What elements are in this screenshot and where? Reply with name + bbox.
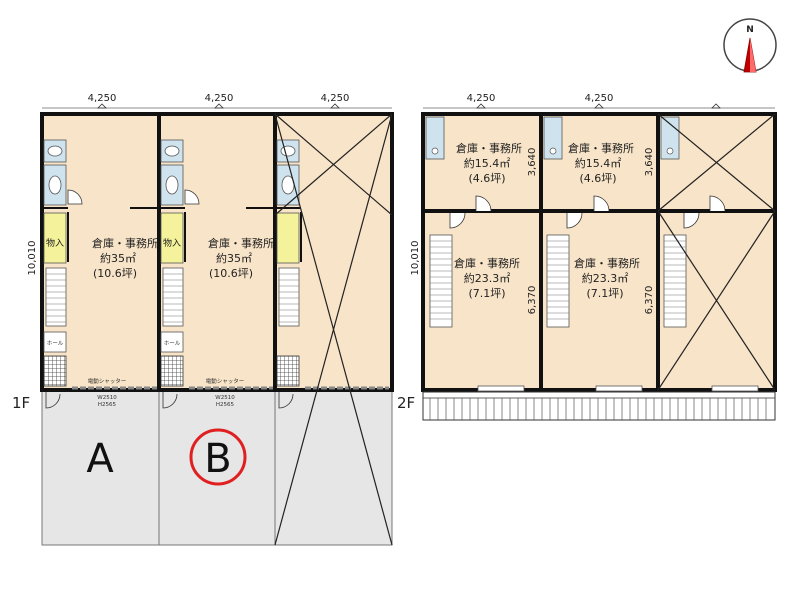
f2-u2-south-area: 約23.3㎡ — [582, 271, 629, 285]
f1-b-shutter-width: W2510 — [215, 395, 235, 401]
door-swing-icon — [184, 189, 200, 205]
f2-width-label-1: 4,250 — [467, 93, 496, 104]
f2-u1-south-tsubo: (7.1坪) — [468, 287, 505, 300]
f2-u1-south-area: 約23.3㎡ — [464, 271, 511, 285]
f2-u2-north-name: 倉庫・事務所 — [568, 141, 634, 155]
f2-u2-south-depth: 6,370 — [644, 286, 655, 315]
f2-u2-north-tsubo: (4.6坪) — [579, 172, 616, 185]
door-swing-icon — [593, 195, 610, 212]
window — [595, 385, 643, 392]
f1-a-hall-label: ホール — [47, 340, 64, 347]
f1-unit-a[interactable]: 物入 ホール 倉庫・事務所 約35㎡ (10.6坪) 電動シャッター W2510… — [42, 139, 158, 482]
window — [711, 385, 759, 392]
f1-b-hall-label: ホール — [164, 340, 181, 347]
f2-u1-north-depth: 3,640 — [527, 148, 538, 177]
window — [477, 385, 525, 392]
north-arrow-icon — [743, 37, 757, 73]
f2-unit-2[interactable]: 倉庫・事務所 約15.4㎡ (4.6坪) 倉庫・事務所 約23.3㎡ (7.1坪… — [543, 116, 655, 392]
f1-a-storage-label: 物入 — [46, 237, 64, 249]
entry-door-icon — [278, 392, 294, 409]
cross-out-line — [657, 210, 776, 391]
compass: N — [723, 18, 777, 73]
storage-closet — [43, 212, 67, 264]
door-swing-icon — [683, 212, 700, 229]
f2-u2-north-area: 約15.4㎡ — [575, 156, 622, 170]
floor2-plan: 4,250 4,250 10,010 倉庫・事務所 約15.4㎡ (4.6坪) — [397, 93, 777, 421]
door-swing-icon — [449, 212, 466, 229]
storage-closet — [160, 212, 184, 264]
staircase — [162, 267, 184, 327]
f1-b-storage-label: 物入 — [163, 237, 181, 249]
floor1-plan: 4,250 4,250 4,250 10,010 物入 — [12, 93, 394, 546]
f2-building — [423, 114, 775, 390]
f1-depth-label: 10,010 — [27, 241, 38, 276]
compass-label: N — [746, 25, 754, 35]
f2-floor-label: 2F — [397, 394, 415, 412]
f2-u1-south-name: 倉庫・事務所 — [454, 256, 520, 270]
f1-a-room-tsubo: (10.6坪) — [93, 267, 137, 280]
f1-a-shutter-width: W2510 — [97, 395, 117, 401]
door-swing-icon — [709, 195, 726, 212]
f1-outer-wall — [40, 112, 394, 392]
f1-building — [42, 114, 392, 390]
f1-b-room-area: 約35㎡ — [216, 251, 252, 265]
staircase — [429, 234, 453, 328]
entry-door-icon — [45, 392, 61, 409]
f1-parking — [41, 389, 393, 546]
f2-u2-south-name: 倉庫・事務所 — [574, 256, 640, 270]
door-swing-icon — [67, 189, 83, 205]
sink-icon — [425, 116, 445, 160]
f2-u2-north-depth: 3,640 — [644, 148, 655, 177]
f1-a-shutter-label: 電動シャッター — [88, 377, 127, 385]
f1-b-shutter-label: 電動シャッター — [206, 377, 245, 385]
entrance-mat — [160, 355, 184, 387]
f2-u1-south-depth: 6,370 — [527, 286, 538, 315]
door-swing-icon — [475, 195, 492, 212]
staircase — [278, 267, 300, 327]
f2-width-label-2: 4,250 — [585, 93, 614, 104]
parking-b-letter: B — [204, 436, 231, 482]
door-swing-icon — [566, 212, 583, 229]
entry-door-icon — [162, 392, 178, 409]
f2-unit-3-unavailable — [657, 113, 776, 392]
f1-b-shutter-height: H2565 — [216, 402, 235, 408]
f2-u1-north-name: 倉庫・事務所 — [456, 141, 522, 155]
staircase — [45, 267, 67, 327]
f1-width-label-1: 4,250 — [88, 93, 117, 104]
parking-a-letter: A — [86, 436, 114, 482]
staircase — [663, 234, 687, 328]
f2-u2-south-tsubo: (7.1坪) — [586, 287, 623, 300]
cross-out-line — [274, 113, 393, 216]
f1-a-room-area: 約35㎡ — [100, 251, 136, 265]
balcony-railing — [422, 391, 776, 421]
f1-width-label-3: 4,250 — [321, 93, 350, 104]
f2-u1-north-area: 約15.4㎡ — [464, 156, 511, 170]
sink-icon — [543, 116, 563, 160]
entrance-mat — [43, 355, 67, 387]
highlight-circle — [189, 428, 247, 486]
f1-unit-b[interactable]: 物入 ホール 倉庫・事務所 約35㎡ (10.6坪) 電動シャッター W2510… — [130, 139, 274, 486]
f1-b-room-tsubo: (10.6坪) — [209, 267, 253, 280]
f1-a-room-name: 倉庫・事務所 — [92, 236, 158, 250]
f1-a-shutter-height: H2565 — [98, 402, 117, 408]
cross-out-line — [274, 113, 393, 546]
storage-closet — [276, 212, 300, 264]
f1-b-room-name: 倉庫・事務所 — [208, 236, 274, 250]
f2-unit-1[interactable]: 倉庫・事務所 約15.4㎡ (4.6坪) 倉庫・事務所 約23.3㎡ (7.1坪… — [425, 116, 538, 392]
staircase — [546, 234, 570, 328]
entrance-mat — [276, 355, 300, 387]
f1-width-label-2: 4,250 — [205, 93, 234, 104]
f2-u1-north-tsubo: (4.6坪) — [468, 172, 505, 185]
cross-out-line — [657, 113, 776, 212]
f2-depth-label: 10,010 — [410, 241, 421, 276]
f1-floor-label: 1F — [12, 394, 30, 412]
f1-unit-c-unavailable — [246, 113, 393, 546]
